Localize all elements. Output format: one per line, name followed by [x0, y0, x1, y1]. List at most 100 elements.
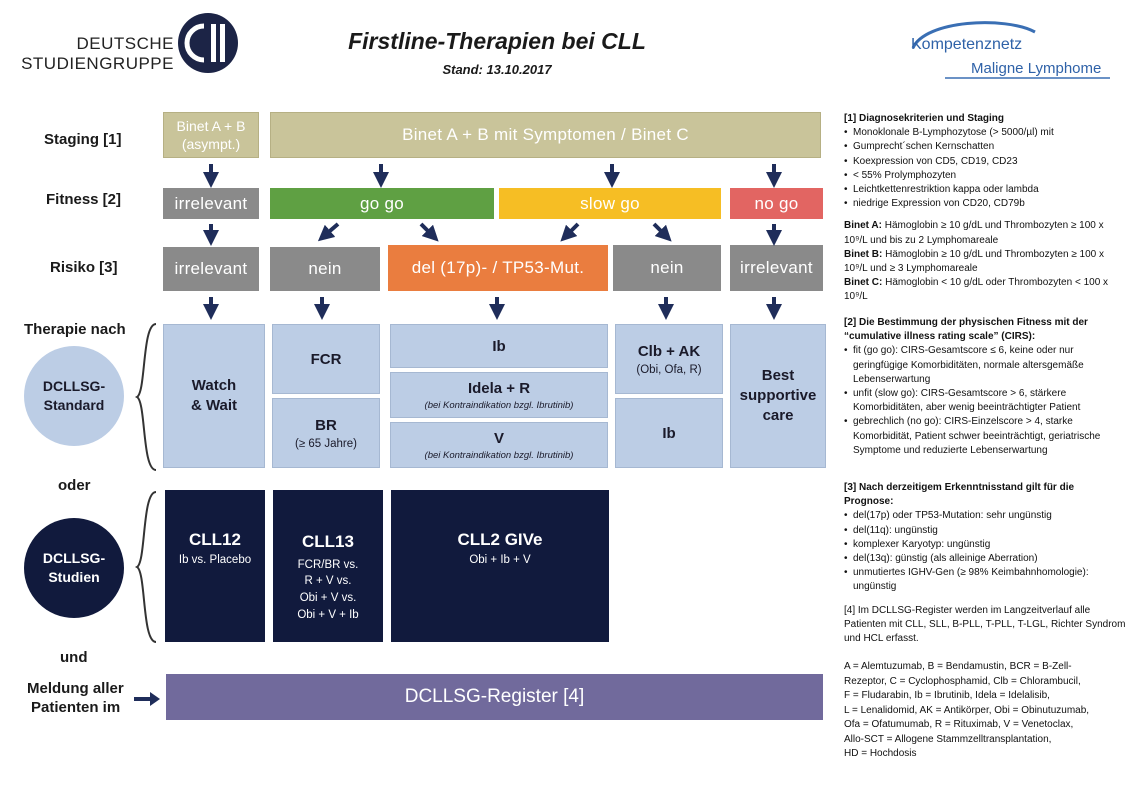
list-item: < 55% Prolymphozyten: [844, 169, 1126, 183]
note2-title: [2] Die Bestimmung der physischen Fitnes…: [844, 317, 1088, 343]
date-stamp: Stand: 13.10.2017: [442, 62, 552, 77]
risiko-irrelevant-left: irrelevant: [163, 247, 259, 291]
therapy-ib: Ib: [390, 324, 608, 368]
note2-list: fit (go go): CIRS-Gesamtscore ≤ 6, keine…: [844, 344, 1126, 458]
note4-text: [4] Im DCLLSG-Register werden im Langzei…: [844, 605, 1126, 645]
v-label: V: [493, 429, 504, 447]
therapy-br: BR (≥ 65 Jahre): [272, 398, 380, 468]
logo-right-line2: Maligne Lymphome: [971, 60, 1102, 77]
bsc-line2: supportive: [739, 386, 817, 404]
therapy-idela-r: Idela + R (bei Kontraindikation bzgl. Ib…: [390, 372, 608, 418]
list-item: del(13q): günstig (als alleinige Aberrat…: [844, 552, 1126, 566]
flow-arrows: [203, 164, 782, 320]
dcllsg-register: DCLLSG-Register [4]: [166, 674, 823, 720]
binet-b-text: Hämoglobin ≥ 10 g/dL und Thrombozyten ≥ …: [844, 248, 1105, 274]
binet-c-label: Binet C:: [844, 277, 883, 289]
list-item: gebrechlich (no go): CIRS-Einzelscore > …: [844, 415, 1126, 458]
idela-sub: (bei Kontraindikation bzgl. Ibrutinib): [424, 399, 574, 411]
note1-list: Monoklonale B-Lymphozytose (> 5000/µl) m…: [844, 126, 1126, 211]
arrow-diag-icon: [560, 222, 580, 242]
therapy-watch-wait: Watch & Wait: [163, 324, 265, 468]
risiko-irrelevant-right: irrelevant: [730, 245, 823, 291]
therapy-fcr: FCR: [272, 324, 380, 394]
logo-text-line1: DEUTSCHE: [76, 34, 174, 53]
standard-brace: [134, 323, 157, 471]
cll2-title: CLL2 GIVe: [457, 530, 543, 549]
list-item: komplexer Karyotyp: ungünstig: [844, 538, 1126, 552]
bsc-line1: Best: [761, 366, 795, 384]
clb-sub: (Obi, Ofa, R): [636, 363, 702, 376]
dcllsg-studien-circle: DCLLSG- Studien: [24, 518, 124, 618]
study-cll13: CLL13 FCR/BR vs. R + V vs. Obi + V vs. O…: [273, 490, 383, 642]
abbr-line: A = Alemtuzumab, B = Bendamustin, BCR = …: [844, 661, 1072, 672]
list-item: Koexpression von CD5, CD19, CD23: [844, 155, 1126, 169]
fitness-irrelevant: irrelevant: [163, 188, 259, 219]
list-item: unmutiertes IGHV-Gen (≥ 98% Keimbahnhomo…: [844, 566, 1126, 594]
standard-circle-line2: Standard: [43, 397, 105, 413]
cll12-sub: Ib vs. Placebo: [178, 554, 252, 566]
note1-title: [1] Diagnosekriterien und Staging: [844, 113, 1005, 124]
label-staging: Staging [1]: [44, 131, 122, 148]
staging-binet-symptomatic: Binet A + B mit Symptomen / Binet C: [270, 112, 821, 158]
clb-label: Clb + AK: [637, 342, 701, 360]
studien-circle-line1: DCLLSG-: [42, 550, 106, 567]
kompetenznetz-logo: Kompetenznetz Maligne Lymphome: [905, 14, 1120, 84]
study-cll2-give: CLL2 GIVe Obi + Ib + V: [391, 490, 609, 642]
cll13-line4: Obi + V + Ib: [297, 608, 359, 621]
v-sub: (bei Kontraindikation bzgl. Ibrutinib): [424, 449, 574, 461]
arrow-right-icon: [134, 692, 160, 706]
list-item: Monoklonale B-Lymphozytose (> 5000/µl) m…: [844, 126, 1126, 140]
label-meldung-line2: Patienten im: [31, 699, 121, 716]
label-meldung-line1: Meldung aller: [27, 680, 124, 697]
list-item: unfit (slow go): CIRS-Gesamtscore > 6, s…: [844, 387, 1126, 415]
abbr-line: Rezeptor, C = Cyclophosphamid, Clb = Chl…: [844, 675, 1081, 687]
therapy-v: V (bei Kontraindikation bzgl. Ibrutinib): [390, 422, 608, 468]
study-cll12: CLL12 Ib vs. Placebo: [165, 490, 265, 642]
binet-a-label: Binet A:: [844, 220, 882, 232]
cll-logo-mark: [178, 13, 238, 73]
logo-text-line2: STUDIENGRUPPE: [21, 54, 174, 73]
label-fitness: Fitness [2]: [46, 191, 122, 208]
binet-b-label: Binet B:: [844, 248, 883, 260]
cll13-line3: Obi + V vs.: [299, 591, 357, 604]
note3-title: [3] Nach derzeitigem Erkenntnisstand gil…: [844, 482, 1075, 508]
watch-line1: Watch: [191, 376, 237, 394]
abbr-line: F = Fludarabin, Ib = Ibrutinib, Idela = …: [844, 690, 1050, 701]
label-und: und: [60, 649, 88, 666]
notes-section-1: [1] Diagnosekriterien und Staging Monokl…: [844, 112, 1126, 304]
page-title: Firstline-Therapien bei CLL: [348, 28, 646, 54]
binet-c: Binet C: Hämoglobin < 10 g/dL oder Throm…: [844, 276, 1126, 304]
list-item: Gumprecht´schen Kernschatten: [844, 140, 1126, 154]
fitness-nogo: no go: [730, 188, 823, 219]
abbr-line: HD = Hochdosis: [844, 748, 917, 759]
br-sub: (≥ 65 Jahre): [295, 437, 357, 450]
notes-section-3: [3] Nach derzeitigem Erkenntnisstand gil…: [844, 481, 1126, 595]
br-label: BR: [315, 416, 337, 434]
arrow-diag-icon: [419, 222, 439, 242]
list-item: Leichtkettenrestriktion kappa oder lambd…: [844, 183, 1126, 197]
abbreviations: A = Alemtuzumab, B = Bendamustin, BCR = …: [844, 660, 1126, 762]
logo-swoosh: [911, 21, 1110, 79]
binet-a-text: Hämoglobin ≥ 10 g/dL und Thrombozyten ≥ …: [844, 220, 1104, 246]
fitness-slowgo: slow go: [499, 188, 721, 219]
label-oder: oder: [58, 477, 91, 494]
dcllsg-logo: DEUTSCHE STUDIENGRUPPE: [14, 12, 244, 74]
arrow-diag-icon: [317, 222, 340, 242]
staging-binet-asymptomatic: Binet A + B (asympt.): [163, 112, 259, 158]
list-item: fit (go go): CIRS-Gesamtscore ≤ 6, keine…: [844, 344, 1126, 387]
binet-a: Binet A: Hämoglobin ≥ 10 g/dL und Thromb…: [844, 219, 1126, 247]
binet-b: Binet B: Hämoglobin ≥ 10 g/dL und Thromb…: [844, 248, 1126, 276]
studien-brace: [134, 491, 157, 643]
list-item: del(17p) oder TP53-Mutation: sehr ungüns…: [844, 509, 1126, 523]
cll2-sub: Obi + Ib + V: [469, 554, 531, 566]
cll12-title: CLL12: [189, 530, 241, 549]
risiko-del17p: del (17p)- / TP53-Mut.: [388, 245, 608, 291]
standard-circle-line1: DCLLSG-: [42, 378, 106, 395]
notes-section-2: [2] Die Bestimmung der physischen Fitnes…: [844, 316, 1126, 458]
cll13-line1: FCR/BR vs.: [297, 558, 359, 571]
binet-c-text: Hämoglobin < 10 g/dL oder Thrombozyten <…: [844, 277, 1109, 303]
list-item: niedrige Expression von CD20, CD79b: [844, 197, 1126, 211]
notes-section-4: [4] Im DCLLSG-Register werden im Langzei…: [844, 604, 1126, 647]
studien-circle-line2: Studien: [48, 569, 100, 585]
list-item: del(11q): ungünstig: [844, 524, 1126, 538]
